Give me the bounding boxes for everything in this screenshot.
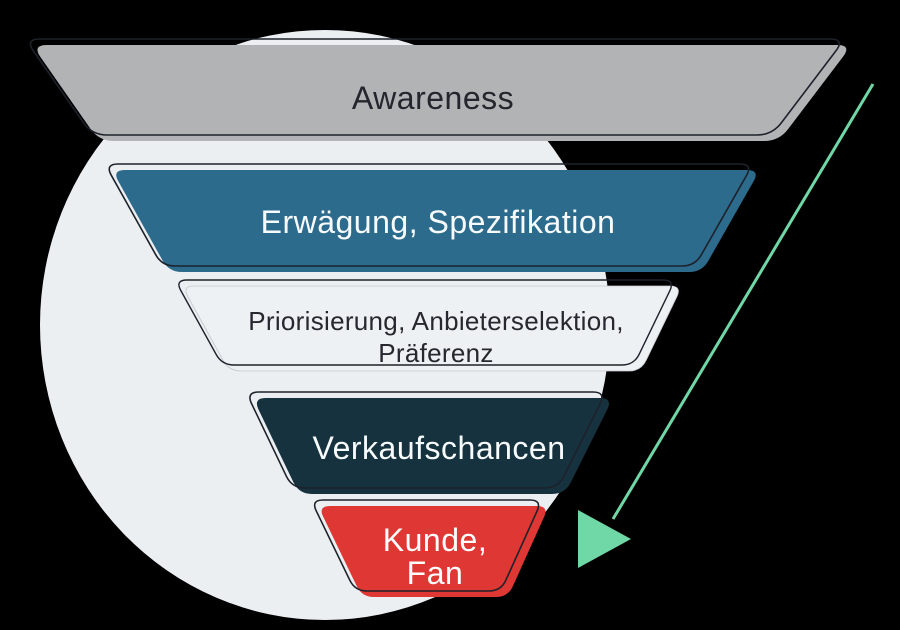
stage-label-erwaegung-spezifikation: Erwägung, Spezifikation — [261, 204, 616, 240]
stage-shape — [185, 285, 679, 372]
stage-shape — [321, 506, 546, 597]
stage-label-kunde-line1: Kunde, — [383, 522, 487, 558]
funnel-stage-erwaegung-spezifikation: Erwägung, Spezifikation — [108, 163, 756, 272]
stage-outline — [178, 279, 673, 366]
stage-outline — [29, 38, 841, 136]
funnel-stage-awareness: Awareness — [29, 38, 847, 141]
stage-label-kunde-line2: Fan — [407, 555, 464, 591]
stage-shape — [256, 398, 609, 494]
stage-shape — [37, 45, 847, 141]
trend-arrow-line — [611, 83, 875, 520]
stage-label-priorisierung-line2: Präferenz — [378, 338, 493, 368]
trend-arrow — [578, 83, 875, 568]
stage-outline — [249, 391, 603, 489]
stage-label-verkaufschancen: Verkaufschancen — [313, 430, 566, 466]
funnel-stage-kunde-fan: Kunde, Fan — [313, 499, 546, 597]
trend-arrow-head — [578, 510, 631, 568]
stage-label-priorisierung-line1: Priorisierung, Anbieterselektion, — [248, 306, 624, 336]
funnel-stage-verkaufschancen: Verkaufschancen — [249, 391, 609, 494]
funnel-stage-priorisierung: Priorisierung, Anbieterselektion, Präfer… — [178, 279, 679, 372]
stage-shape — [116, 170, 756, 272]
stage-outline — [108, 163, 750, 267]
stage-label-awareness: Awareness — [352, 80, 514, 116]
stage-outline — [313, 499, 540, 592]
